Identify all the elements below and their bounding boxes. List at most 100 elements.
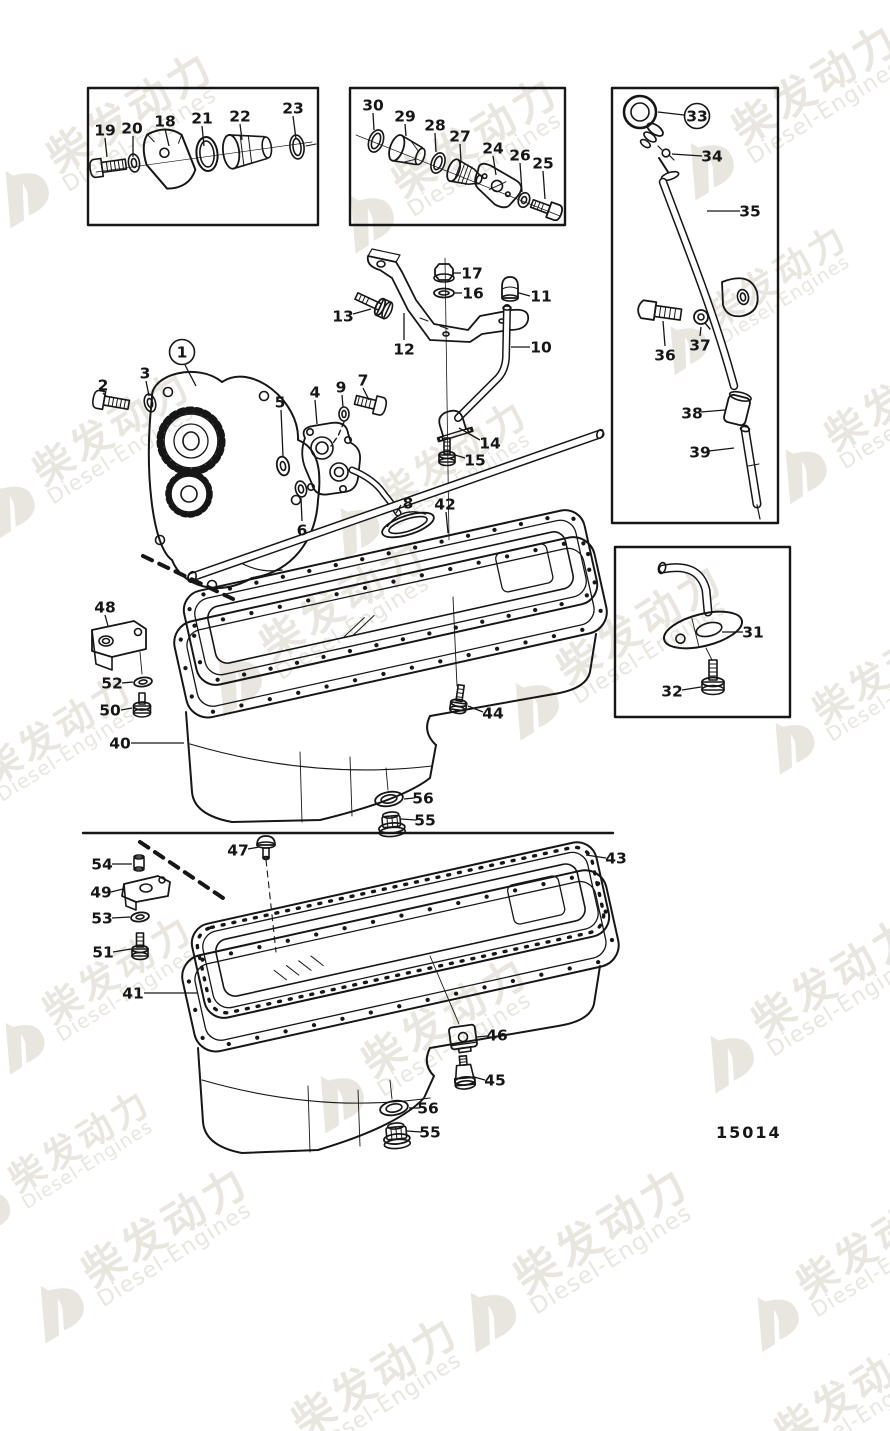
callout-8: 8 <box>395 495 413 514</box>
callout-55: 55 <box>406 1124 441 1142</box>
callout-leader-line <box>292 115 297 140</box>
callout-12: 12 <box>393 313 415 359</box>
callout-10: 10 <box>511 339 552 357</box>
callout-46: 46 <box>476 1027 508 1045</box>
callout-leader-line <box>300 497 303 522</box>
drain-washer-upper <box>374 790 404 808</box>
callout-4: 4 <box>310 384 321 425</box>
oil-pan-upper <box>173 536 608 823</box>
callout-number: 24 <box>482 140 504 158</box>
dipstick-sleeve <box>723 390 752 427</box>
callout-number: 35 <box>739 203 761 221</box>
callout-number: 56 <box>412 790 434 808</box>
pipe-clamp-14 <box>436 409 474 443</box>
callout-leader-line <box>403 797 415 800</box>
callout-28: 28 <box>424 117 446 153</box>
callout-number: 15 <box>464 452 486 470</box>
callout-number: 38 <box>681 405 703 423</box>
callout-leader-line <box>111 916 131 919</box>
callout-number: 37 <box>689 337 711 355</box>
callout-56: 56 <box>403 790 434 808</box>
relief-valve-kit-2 <box>355 129 563 222</box>
washer-6 <box>294 480 308 498</box>
callout-14: 14 <box>458 427 501 453</box>
callout-6: 6 <box>297 497 307 540</box>
callout-leader-line <box>454 454 466 459</box>
callout-number: 31 <box>742 624 764 642</box>
callout-leader-line <box>102 392 107 397</box>
callout-leader-line <box>239 123 243 141</box>
delivery-pipe-housing <box>301 421 361 496</box>
clamp-bracket-48 <box>91 620 147 671</box>
callout-number: 12 <box>393 341 415 359</box>
washer-5 <box>275 455 291 477</box>
callout-49: 49 <box>90 884 124 902</box>
callout-leader-line <box>657 111 685 116</box>
callout-13: 13 <box>332 308 372 326</box>
callout-number: 23 <box>282 100 304 118</box>
callout-16: 16 <box>455 285 484 303</box>
callout-number: 41 <box>122 985 144 1003</box>
callout-leader-line <box>120 707 133 711</box>
bolt-50 <box>132 692 152 718</box>
callout-leader-line <box>372 112 375 131</box>
callout-31: 31 <box>722 624 764 642</box>
callout-38: 38 <box>681 405 726 423</box>
callout-leader-line <box>280 409 284 457</box>
callout-number: 36 <box>654 347 676 365</box>
bracket-bolt-13 <box>354 292 394 320</box>
callout-number: 45 <box>484 1072 506 1090</box>
callout-leader-line <box>314 399 318 425</box>
callout-leader-line <box>671 153 703 157</box>
callout-number: 39 <box>689 444 711 462</box>
callout-leader-line <box>445 511 449 534</box>
dipstick-assembly <box>622 94 762 520</box>
callout-number: 56 <box>417 1100 439 1118</box>
pin-54 <box>133 854 145 872</box>
callout-leader-line <box>662 320 666 347</box>
callout-leader-line <box>400 818 417 821</box>
callout-34: 34 <box>671 148 723 166</box>
callout-leader-line <box>476 1035 488 1038</box>
callout-leader-line <box>184 364 197 387</box>
callout-leader-line <box>164 128 170 147</box>
oil-pan-lower <box>181 869 620 1154</box>
pump-washer <box>143 393 157 413</box>
callout-25: 25 <box>532 155 554 200</box>
callout-54: 54 <box>91 856 132 874</box>
callout-number: 11 <box>530 288 552 306</box>
callout-leader-line <box>459 143 462 163</box>
callout-number: 55 <box>414 812 436 830</box>
callout-55: 55 <box>400 812 436 830</box>
callout-30: 30 <box>362 97 384 131</box>
callout-number: 29 <box>394 108 416 126</box>
washer-16 <box>433 287 455 299</box>
inset-box-filler-elbow <box>613 545 792 719</box>
callout-number: 42 <box>434 496 456 514</box>
callout-35: 35 <box>707 203 761 221</box>
callout-number: 10 <box>530 339 552 357</box>
callout-leader-line <box>492 155 497 176</box>
callout-40: 40 <box>109 735 184 753</box>
callout-number: 28 <box>424 117 446 135</box>
callout-number: 52 <box>101 675 123 693</box>
callout-44: 44 <box>467 705 504 723</box>
callout-leader-line <box>104 614 109 627</box>
inset-box-relief-valve-1 <box>86 86 320 227</box>
callout-leader-line <box>362 387 370 401</box>
callout-leader-line <box>519 162 523 193</box>
callout-23: 23 <box>282 100 304 140</box>
callout-circle <box>168 338 196 366</box>
callout-leader-line <box>395 504 402 514</box>
washer-53 <box>130 911 150 923</box>
callout-number: 19 <box>94 122 116 140</box>
oil-pump <box>147 370 321 591</box>
callout-leader-line <box>434 132 437 153</box>
callout-56: 56 <box>409 1100 439 1118</box>
callout-9: 9 <box>336 379 346 408</box>
inset-box-relief-valve-2 <box>348 86 567 227</box>
callout-33: 33 <box>657 102 711 130</box>
callout-number: 48 <box>94 599 116 617</box>
